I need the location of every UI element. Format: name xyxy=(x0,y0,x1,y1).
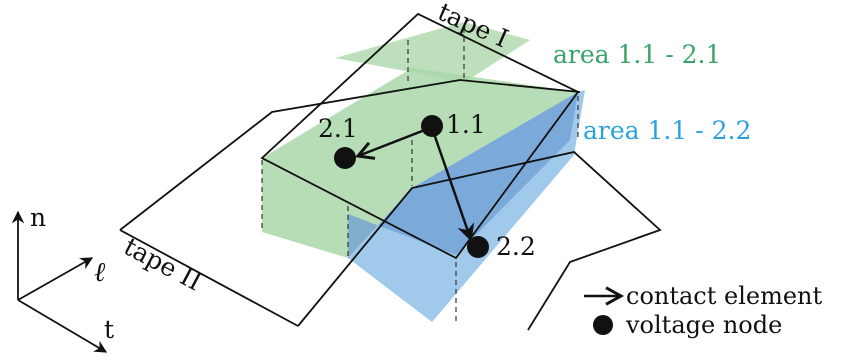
axis-label-n: n xyxy=(30,203,46,232)
legend: contact element voltage node xyxy=(584,282,823,339)
area-label-green: area 1.1 - 2.1 xyxy=(553,40,721,69)
legend-voltage-label: voltage node xyxy=(625,311,782,339)
area-green-shape xyxy=(262,68,578,258)
legend-voltage-node-icon xyxy=(593,315,613,335)
contact-arrow-11-21 xyxy=(355,126,431,160)
node-label-21: 2.1 xyxy=(318,114,358,143)
node-label-22: 2.2 xyxy=(496,232,536,261)
axis-triad xyxy=(11,210,108,353)
voltage-node-21 xyxy=(334,147,356,169)
voltage-node-11 xyxy=(421,115,443,137)
green-plane-upper xyxy=(335,22,530,82)
axis-label-t: t xyxy=(104,315,114,344)
tape-two-outline xyxy=(119,79,581,231)
legend-contact-label: contact element xyxy=(626,282,823,310)
projection-lines xyxy=(261,28,579,322)
area-label-blue: area 1.1 - 2.2 xyxy=(583,116,751,145)
area-overlap-shape xyxy=(348,92,578,258)
tape-two-outline-lower xyxy=(119,229,299,327)
node-label-11: 1.1 xyxy=(446,110,486,139)
contact-arrow-11-22 xyxy=(430,127,475,242)
tape-label-two: tape II xyxy=(119,232,206,297)
tape-two-outline-inner xyxy=(297,151,662,331)
axis-label-l: ℓ xyxy=(94,257,106,288)
voltage-node-22 xyxy=(467,236,489,258)
